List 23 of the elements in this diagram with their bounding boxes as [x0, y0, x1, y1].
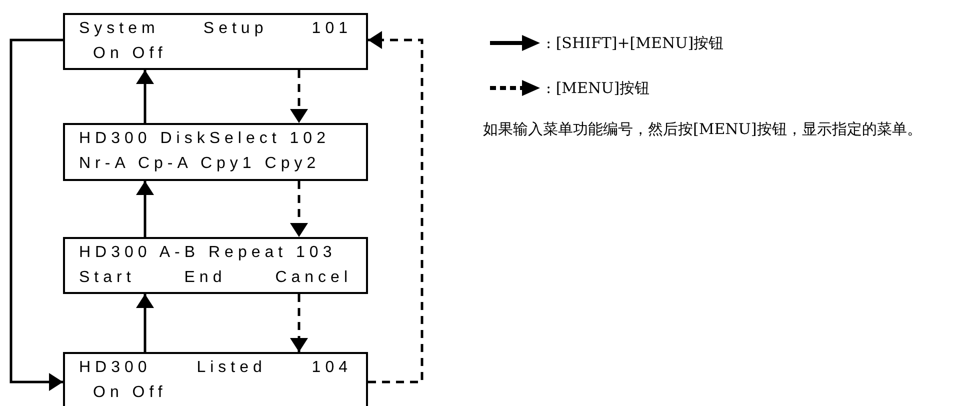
arrow	[136, 294, 154, 352]
display-text: Start End Cancel	[79, 268, 352, 288]
legend-text: : [SHIFT]+[MENU]按钮	[546, 33, 724, 54]
arrow	[290, 70, 308, 123]
display-text: On Off	[92, 383, 167, 403]
arrow	[290, 294, 308, 352]
display-text: HD300 DiskSelect 102	[79, 129, 330, 149]
display-text: HD300 A-B Repeat 103	[79, 243, 336, 263]
display-text: Nr-A Cp-A Cpy1 Cpy2	[79, 154, 320, 174]
note-text: 如果输入菜单功能编号，然后按[MENU]按钮，显示指定的菜单。	[483, 119, 923, 140]
arrow	[136, 70, 154, 123]
display-text: HD300 Listed 104	[79, 358, 352, 378]
display-screen	[63, 123, 368, 181]
arrow	[368, 31, 424, 384]
arrow	[10, 38, 63, 391]
arrow	[290, 181, 308, 237]
display-screen	[63, 237, 368, 294]
display-screen	[63, 13, 368, 70]
legend-text: : [MENU]按钮	[546, 78, 650, 99]
display-screen	[63, 352, 368, 406]
arrow	[136, 181, 154, 237]
display-text: System Setup 101	[79, 19, 352, 39]
display-text: On Off	[92, 44, 167, 64]
